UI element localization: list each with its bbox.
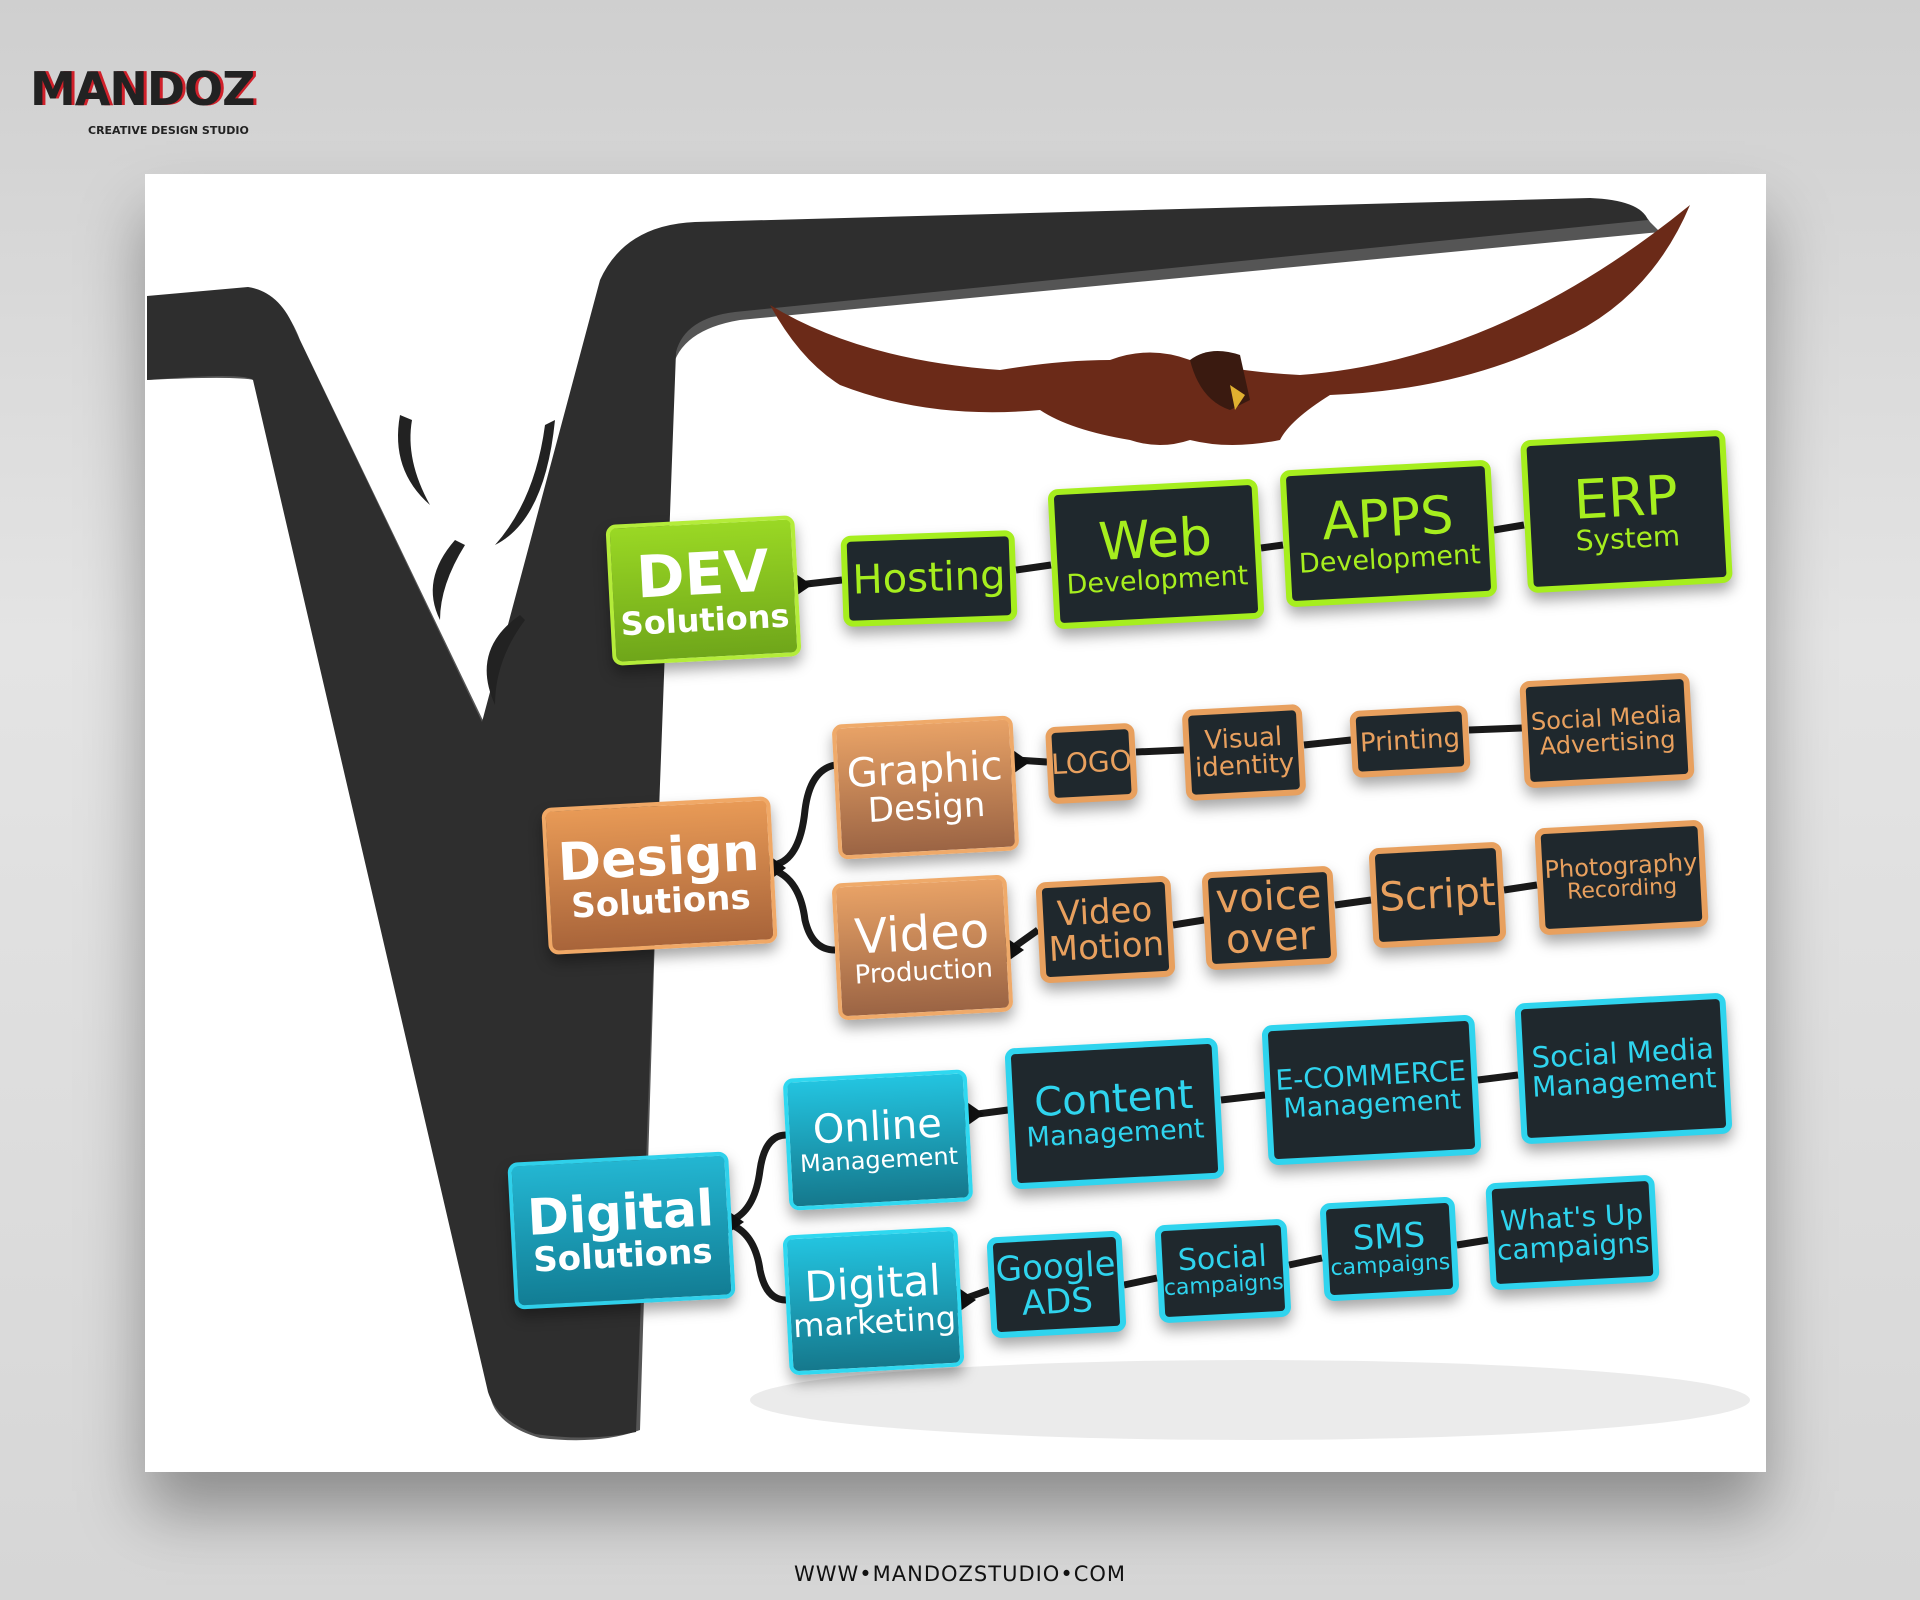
hosting-box[interactable]: Hosting — [840, 529, 1018, 628]
script-box[interactable]: Script — [1368, 841, 1507, 949]
web-development-title: Web — [1097, 506, 1214, 573]
logo-title: LOGO — [1050, 744, 1133, 782]
digital-marketing-subtitle: marketing — [792, 1298, 958, 1346]
v-frame — [147, 198, 1648, 1438]
social-media-advertising-subtitle: Advertising — [1539, 724, 1677, 761]
sms-campaigns-subtitle: campaigns — [1329, 1249, 1451, 1282]
web-development-subtitle: Development — [1065, 559, 1249, 601]
erp-system-subtitle: System — [1574, 519, 1681, 558]
online-management-subtitle: Management — [799, 1142, 959, 1179]
google-ads-subtitle: ADS — [1020, 1279, 1094, 1324]
printing-title: Printing — [1359, 723, 1461, 759]
eagle-icon — [770, 205, 1690, 445]
social-media-management-subtitle: Management — [1531, 1061, 1718, 1104]
voice-over-subtitle: over — [1224, 912, 1317, 964]
graphic-design-subtitle: Design — [866, 784, 987, 831]
digital-solutions-subtitle: Solutions — [532, 1230, 714, 1281]
social-campaigns-subtitle: campaigns — [1163, 1269, 1285, 1302]
apps-development-subtitle: Development — [1298, 539, 1482, 580]
hosting-title: Hosting — [851, 552, 1007, 604]
brand-name: MANDOZ — [30, 62, 256, 116]
content-management-subtitle: Management — [1025, 1113, 1206, 1154]
dev-solutions-title: DEV — [634, 536, 771, 612]
erp-system-title: ERP — [1572, 463, 1680, 532]
visual-identity-subtitle: identity — [1194, 747, 1295, 784]
printing-box[interactable]: Printing — [1349, 704, 1471, 779]
design-solutions-subtitle: Solutions — [570, 876, 752, 927]
apps-development-title: APPS — [1320, 485, 1455, 553]
logo-box[interactable]: LOGO — [1045, 722, 1138, 805]
flame-marks-icon — [398, 415, 555, 705]
dev-solutions-subtitle: Solutions — [619, 596, 791, 644]
whatsup-campaigns-subtitle: campaigns — [1496, 1225, 1651, 1267]
photography-recording-subtitle: Recording — [1566, 873, 1678, 905]
video-production-subtitle: Production — [853, 953, 994, 991]
connectors — [730, 521, 1538, 1304]
website-url: WWW•MANDOZSTUDIO•COM — [793, 1562, 1127, 1586]
script-title: Script — [1378, 868, 1497, 921]
video-motion-subtitle: Motion — [1047, 923, 1165, 970]
brand-tagline: CREATIVE DESIGN STUDIO — [88, 124, 249, 137]
ecommerce-management-subtitle: Management — [1282, 1083, 1462, 1125]
drop-shadow — [750, 1360, 1750, 1440]
